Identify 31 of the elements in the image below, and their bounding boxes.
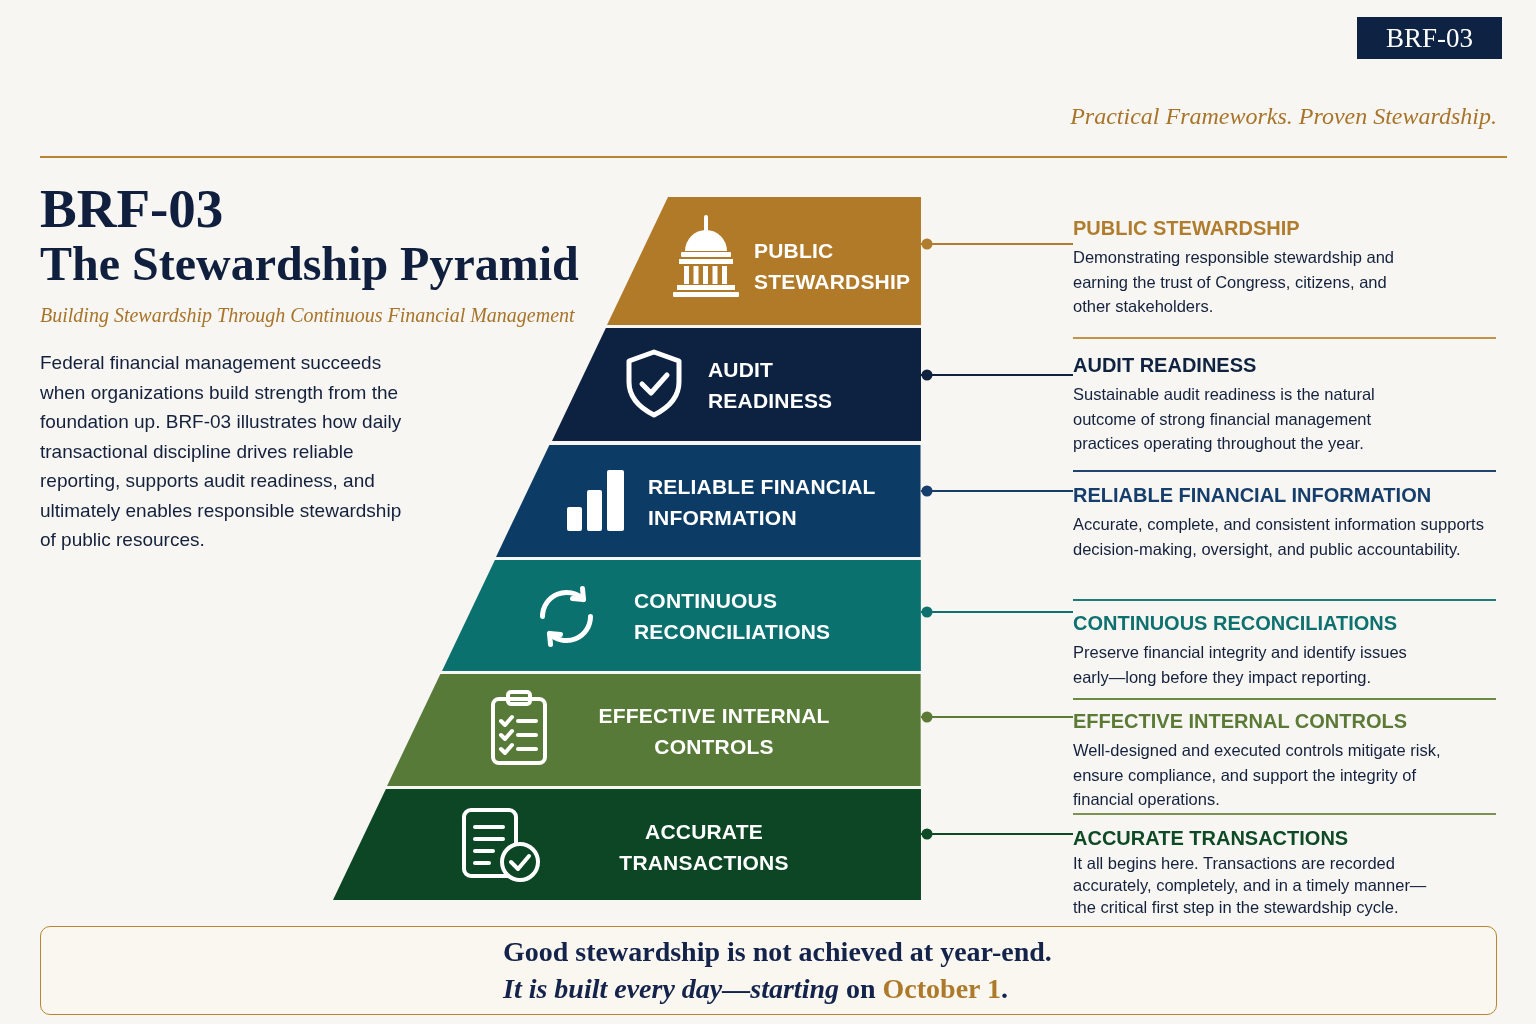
page-title: BRF-03 The Stewardship Pyramid xyxy=(40,180,580,290)
tier-label: EFFECTIVE INTERNAL CONTROLS xyxy=(597,702,831,760)
description-text: Accurate, complete, and consistent information supports decision-making, oversight, and public accountability. xyxy=(1073,514,1485,560)
section-heading: CONTINUOUS RECONCILIATIONS xyxy=(1073,611,1399,636)
leader-line xyxy=(920,828,1074,840)
closing-quote: Good stewardship is not achieved at year-end. xyxy=(503,935,1052,969)
code-badge: BRF-03 xyxy=(1357,17,1502,59)
section-heading: PUBLIC STEWARDSHIP xyxy=(1073,216,1301,241)
section-heading: RELIABLE FINANCIAL INFORMATION xyxy=(1073,483,1433,508)
leader-line xyxy=(920,711,1074,723)
leader-line xyxy=(920,369,1074,381)
description-text: Preserve financial integrity and identify issues early—long before they impact reporting. xyxy=(1073,642,1408,688)
section-heading: EFFECTIVE INTERNAL CONTROLS xyxy=(1073,709,1409,734)
tagline: Practical Frameworks. Proven Stewardship. xyxy=(1070,103,1497,130)
leader-line xyxy=(920,485,1074,497)
description-text: Demonstrating responsible stewardship and earning the trust of Congress, citizens, and other stakeholders. xyxy=(1073,247,1395,317)
description-text: Well-designed and executed controls mitigate risk, ensure compliance, and support the integrity of financial operations. xyxy=(1073,740,1442,810)
description-text: It all begins here. Transactions are recorded accurately, completely, and in a timely manner—the critical first step in the stewardship cycle. xyxy=(1073,853,1428,918)
intro-paragraph: Federal financial management succeeds when organizations build strength from the foundation up. BRF-03 illustrates how daily transactional discipline drives reliable reporting, supports audit readiness, and ultimately enables responsible stewardship of public resources. xyxy=(40,351,403,552)
tier-label: PUBLIC STEWARDSHIP xyxy=(754,237,912,295)
subtitle: Building Stewardship Through Continuous Financial Management xyxy=(40,304,575,327)
section-heading: AUDIT READINESS xyxy=(1073,353,1258,378)
tier-label: RELIABLE FINANCIAL INFORMATION xyxy=(648,473,877,531)
section-heading: ACCURATE TRANSACTIONS xyxy=(1073,826,1350,851)
tier-label: AUDIT READINESS xyxy=(708,356,834,414)
description-text: Sustainable audit readiness is the natural outcome of strong financial management practices operating throughout the year. xyxy=(1073,384,1376,454)
closing-quote: It is built every day—starting on October 1. xyxy=(503,972,1009,1006)
tier-label: CONTINUOUS RECONCILIATIONS xyxy=(634,587,832,645)
leader-line xyxy=(920,238,1074,250)
leader-line xyxy=(920,606,1074,618)
tier-label: ACCURATE TRANSACTIONS xyxy=(618,818,790,876)
